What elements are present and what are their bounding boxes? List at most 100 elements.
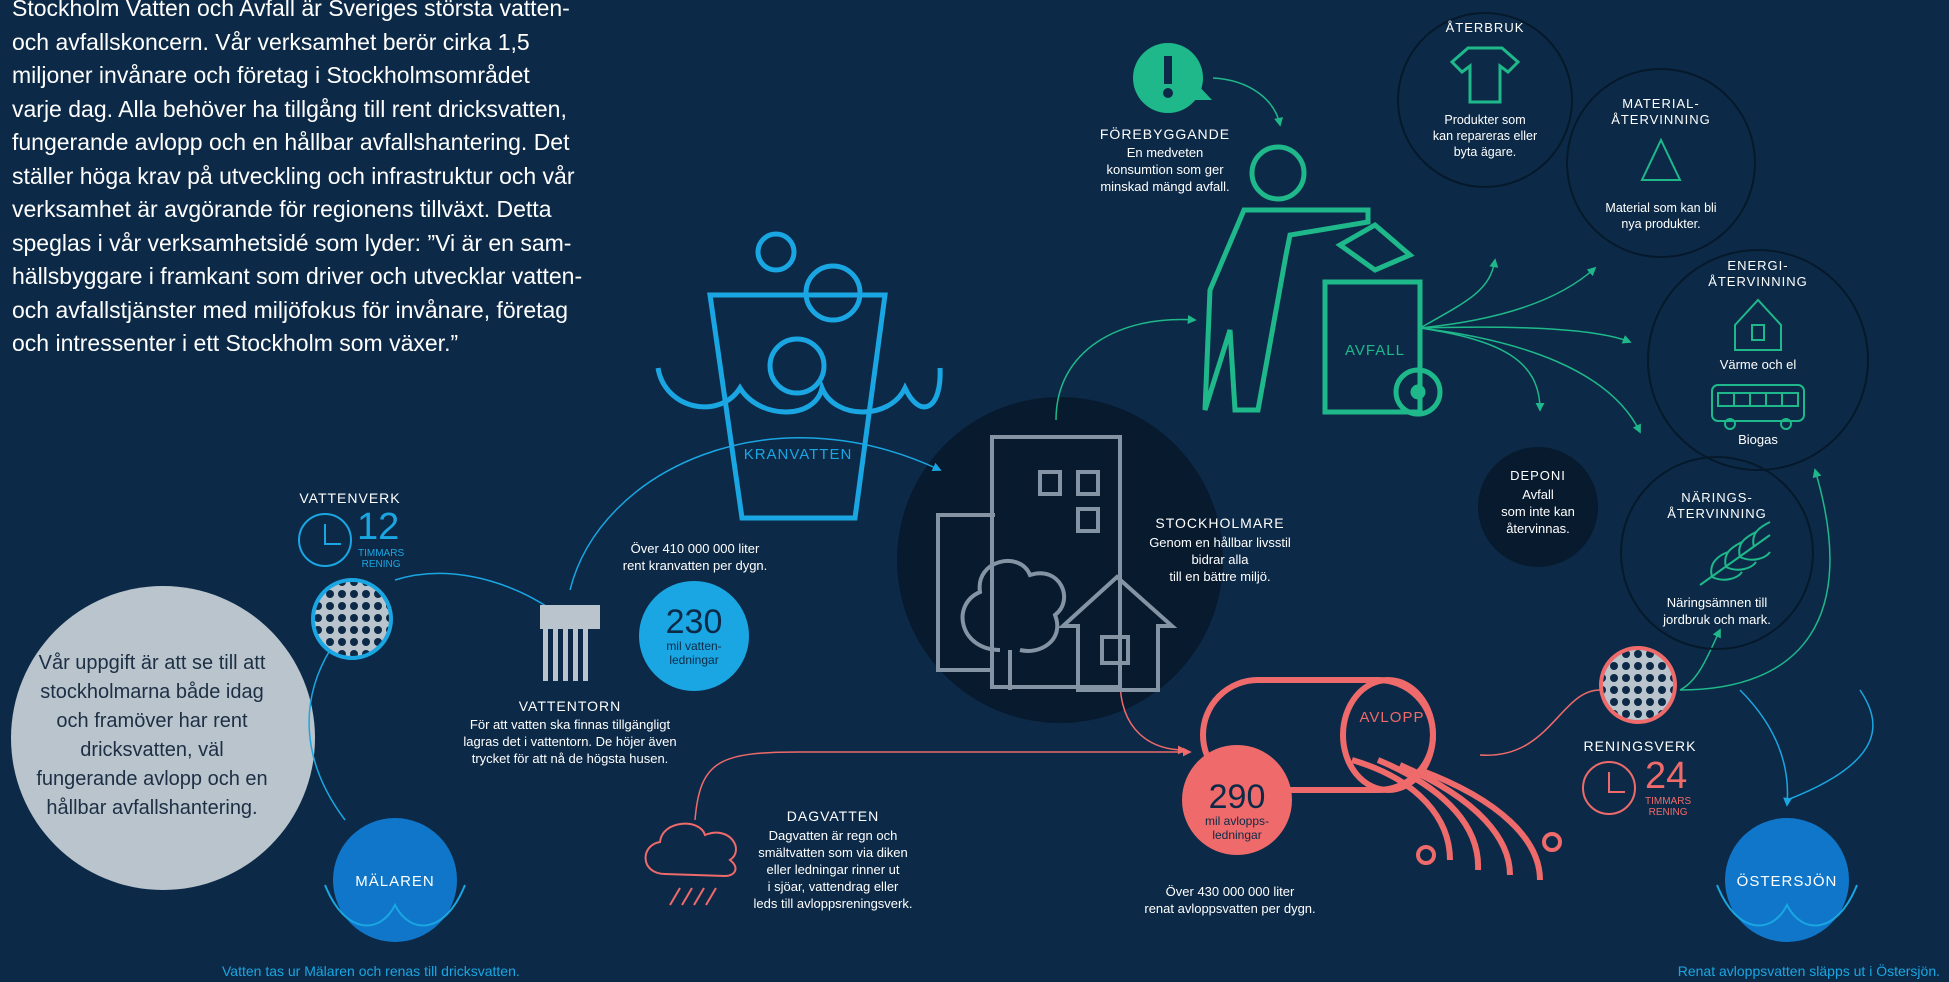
landfill-circle bbox=[1478, 447, 1598, 567]
glass-icon bbox=[655, 231, 943, 521]
aterbruk-label: ÅTERBRUK bbox=[1445, 20, 1525, 35]
person-bin-icon bbox=[1202, 144, 1443, 417]
wave-icon bbox=[324, 818, 466, 942]
tree-icon bbox=[960, 558, 1067, 690]
vattentorn-label: VATTENTORN bbox=[518, 698, 622, 714]
desc-line: En medveten bbox=[1126, 145, 1204, 160]
energi-desc1: Värme och el bbox=[1719, 357, 1797, 372]
deponi-desc: Avfall som inte kan återvinnas. bbox=[1483, 486, 1593, 537]
desc-line: eller ledningar rinner ut bbox=[766, 862, 900, 877]
recycle-icon bbox=[1640, 137, 1682, 181]
reningsverk-unit: TIMMARS RENING bbox=[1645, 796, 1691, 818]
exclamation-icon bbox=[1133, 43, 1212, 113]
vattentorn-desc: För att vatten ska finnas tillgängligt l… bbox=[420, 716, 720, 767]
reningsverk-label: RENINGSVERK bbox=[1583, 738, 1697, 754]
vattenverk-hours: 12 bbox=[357, 506, 400, 548]
clock-icon-sewage bbox=[1582, 761, 1636, 815]
intro-line: speglas i vår verksamhetsidé som lyder: … bbox=[12, 229, 572, 256]
km-unit: ledningar bbox=[1212, 828, 1262, 842]
deponi-label: DEPONI bbox=[1510, 468, 1566, 483]
intro-line: och avfallskoncern. Vår verksamhet berör… bbox=[12, 28, 530, 55]
narings-desc: Näringsämnen till jordbruk och mark. bbox=[1642, 594, 1792, 628]
desc-line: Material som kan bli bbox=[1605, 201, 1717, 215]
ostersjon-caption: Renat avloppsvatten släpps ut i Östersjö… bbox=[1677, 963, 1940, 979]
desc-line: minskad mängd avfall. bbox=[1100, 179, 1230, 194]
intro-line: verksamhet är avgörande för regionens ti… bbox=[12, 196, 552, 222]
desc-line: rent kranvatten per dygn. bbox=[622, 558, 768, 573]
label-line: ÅTERVINNING bbox=[1667, 506, 1767, 521]
malaren-label: MÄLAREN bbox=[355, 873, 435, 890]
mission-statement: Vår uppgift är att se till att stockholm… bbox=[12, 586, 292, 886]
intro-line: miljoner invånare och företag i Stockhol… bbox=[12, 62, 530, 88]
label-line: ENERGI- bbox=[1727, 258, 1789, 273]
kranvatten-label: KRANVATTEN bbox=[743, 446, 853, 463]
intro-line: ställer höga krav på utveckling och infr… bbox=[12, 162, 575, 189]
city-circle bbox=[897, 397, 1223, 723]
vattenverk-unit: TIMMARS RENING bbox=[358, 548, 404, 570]
stockholmare-label: STOCKHOLMARE bbox=[1155, 515, 1285, 531]
bus-icon bbox=[1711, 384, 1805, 430]
desc-line: konsumtion som ger bbox=[1106, 162, 1224, 177]
building-icon bbox=[936, 435, 1122, 689]
intro-line: Stockholm Vatten och Avfall är Sveriges … bbox=[12, 0, 570, 21]
km-unit: mil avlopps- bbox=[1204, 814, 1270, 828]
forebyggande-label: FÖREBYGGANDE bbox=[1099, 126, 1231, 142]
desc-line: Produkter som bbox=[1444, 113, 1526, 127]
energi-desc2: Biogas bbox=[1738, 432, 1778, 447]
intro-line: och avfallstjänster med miljöfokus för i… bbox=[12, 296, 569, 323]
km-unit: ledningar bbox=[669, 653, 719, 667]
desc-line: smältvatten som via diken bbox=[758, 845, 908, 860]
desc-line: Över 410 000 000 liter bbox=[630, 541, 760, 556]
desc-line: till en bättre miljö. bbox=[1169, 569, 1271, 584]
desc-line: Genom en hållbar livsstil bbox=[1149, 535, 1291, 550]
pipe-length-circle-sewage bbox=[1182, 745, 1292, 855]
house-small-icon bbox=[1734, 298, 1782, 351]
pipe-length-circle-water bbox=[639, 581, 749, 691]
material-desc: Material som kan bli nya produkter. bbox=[1586, 200, 1736, 232]
clock-icon bbox=[298, 513, 352, 567]
desc-line: bidrar alla bbox=[1191, 552, 1249, 567]
avfall-label: AVFALL bbox=[1345, 342, 1405, 359]
desc-line: som inte kan bbox=[1501, 504, 1575, 519]
aterbruk-desc: Produkter som kan repareras eller byta ä… bbox=[1415, 112, 1555, 160]
ostersjon-label: ÖSTERSJÖN bbox=[1736, 873, 1838, 890]
kranvatten-km: 230 mil vatten- ledningar bbox=[639, 605, 749, 667]
desc-line: kan repareras eller bbox=[1432, 129, 1538, 143]
house-icon bbox=[1057, 574, 1178, 692]
km-number: 230 bbox=[665, 603, 723, 641]
avlopp-desc: Över 430 000 000 liter renat avloppsvatt… bbox=[1110, 883, 1350, 917]
desc-line: byta ägare. bbox=[1453, 145, 1517, 159]
label-line: ÅTERVINNING bbox=[1611, 112, 1711, 127]
desc-line: Näringsämnen till bbox=[1666, 595, 1768, 610]
desc-line: nya produkter. bbox=[1621, 217, 1701, 231]
vattenverk-label: VATTENVERK bbox=[299, 490, 401, 506]
avlopp-label: AVLOPP bbox=[1359, 709, 1425, 726]
kranvatten-desc: Över 410 000 000 liter rent kranvatten p… bbox=[580, 540, 810, 574]
pipe-icon bbox=[1200, 677, 1562, 881]
label-line: MATERIAL- bbox=[1622, 96, 1700, 111]
energi-label: ENERGI- ÅTERVINNING bbox=[1688, 258, 1828, 290]
desc-line: För att vatten ska finnas tillgängligt bbox=[469, 717, 671, 732]
desc-line: leds till avloppsreningsverk. bbox=[753, 896, 913, 911]
unit-line: TIMMARS bbox=[1645, 796, 1692, 807]
waste-flow-lines bbox=[1055, 77, 1831, 691]
desc-line: Avfall bbox=[1522, 487, 1554, 502]
material-label: MATERIAL- ÅTERVINNING bbox=[1591, 96, 1731, 128]
unit-line: TIMMARS bbox=[358, 548, 405, 559]
intro-text: Stockholm Vatten och Avfall är Sveriges … bbox=[12, 0, 592, 361]
intro-line: fungerande avlopp och en hållbar avfalls… bbox=[12, 129, 570, 155]
reuse-circle bbox=[1397, 12, 1573, 188]
unit-line: RENING bbox=[361, 559, 401, 570]
intro-line: och intressenter i ett Stockholm som väx… bbox=[12, 330, 459, 356]
desc-line: trycket för att nå de högsta husen. bbox=[471, 751, 669, 766]
desc-line: återvinnas. bbox=[1506, 521, 1570, 536]
desc-line: jordbruk och mark. bbox=[1663, 612, 1771, 627]
stockholmare-desc: Genom en hållbar livsstil bidrar alla ti… bbox=[1120, 534, 1320, 585]
mission-text: Vår uppgift är att se till att stockholm… bbox=[36, 652, 268, 819]
water-tower-icon bbox=[540, 605, 600, 681]
narings-label: NÄRINGS- ÅTERVINNING bbox=[1647, 490, 1787, 522]
wave-icon-baltic bbox=[1716, 818, 1858, 942]
desc-line: i sjöar, vattendrag eller bbox=[767, 879, 899, 894]
filter-icon bbox=[311, 578, 393, 660]
